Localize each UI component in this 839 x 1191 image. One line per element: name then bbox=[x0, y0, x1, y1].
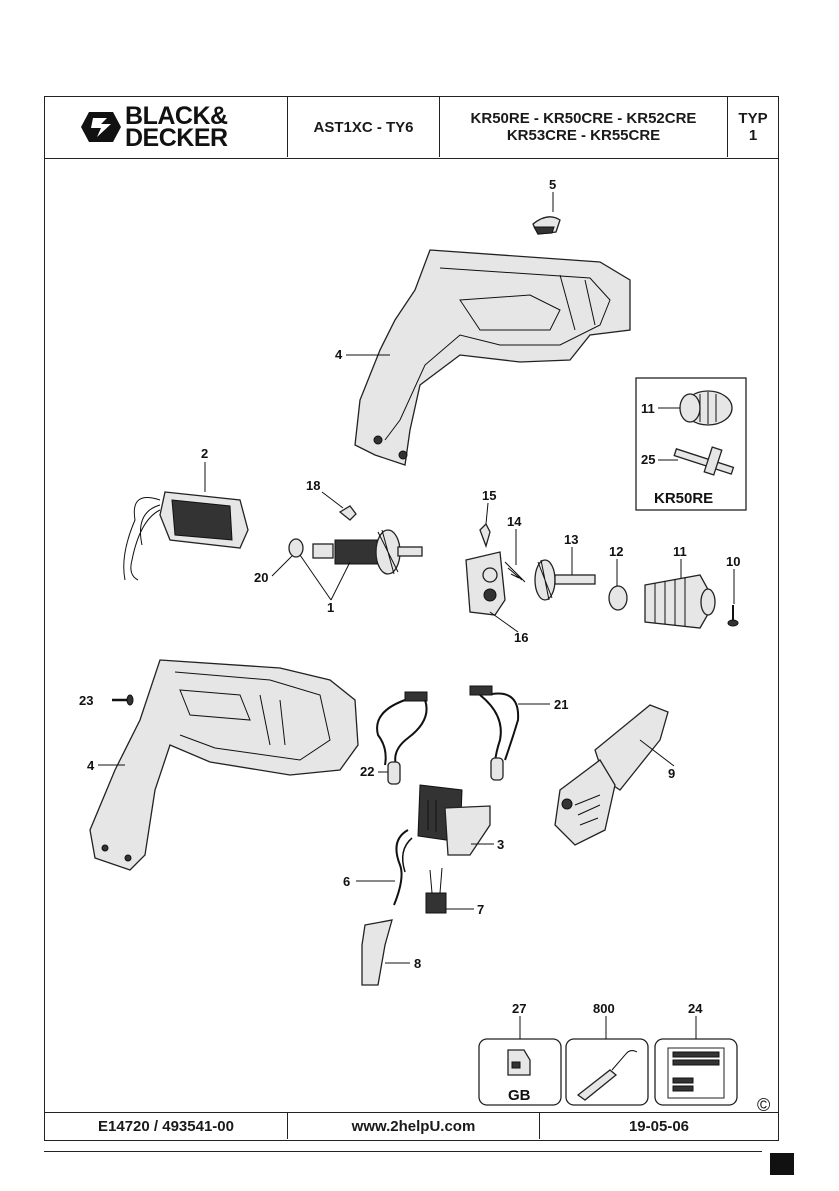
models-line-2: KR53CRE - KR55CRE bbox=[506, 127, 661, 144]
brand-logo: BLACK& DECKER bbox=[45, 97, 288, 157]
part-12-collar: 12 bbox=[608, 544, 628, 611]
label-24: 24 bbox=[688, 1001, 703, 1016]
part-9-side-handle: 9 bbox=[554, 704, 675, 846]
label-27: 27 bbox=[512, 1001, 526, 1016]
label-22: 22 bbox=[360, 764, 374, 779]
label-15: 15 bbox=[482, 488, 496, 503]
label-25: 25 bbox=[641, 452, 655, 467]
label-6: 6 bbox=[343, 874, 350, 889]
label-11-inset: 11 bbox=[641, 401, 655, 416]
brand-line-2: DECKER bbox=[125, 124, 228, 152]
date: 19-05-06 bbox=[628, 1117, 690, 1135]
title-block: BLACK& DECKER AST1XC - TY6 KR50RE - KR50… bbox=[45, 97, 778, 159]
part-6-wires: 6 bbox=[343, 829, 413, 906]
part-4-housing-assembled: 4 bbox=[87, 659, 359, 871]
inset-title: KR50RE bbox=[654, 490, 713, 507]
part-1-armature: 20 1 bbox=[254, 529, 423, 615]
label-5: 5 bbox=[549, 177, 556, 192]
copyright-mark: © bbox=[757, 1095, 770, 1115]
label-23: 23 bbox=[79, 693, 93, 708]
part-13-spindle: 13 bbox=[534, 532, 596, 601]
label-4-bottom: 4 bbox=[87, 758, 95, 773]
part-21-wire: 21 bbox=[469, 685, 568, 781]
label-800: 800 bbox=[593, 1001, 615, 1016]
brand-line-1: BLACK& bbox=[125, 102, 228, 130]
inset-kr50re: 11 25 KR50RE bbox=[635, 377, 747, 511]
accessory-24-label-sheet: 24 bbox=[654, 1001, 738, 1106]
part-2-stator: 2 bbox=[123, 446, 249, 581]
part-10-screw: 10 bbox=[726, 554, 740, 627]
label-8: 8 bbox=[414, 956, 421, 971]
footer-block: E14720 / 493541-00 www.2helpU.com 19-05-… bbox=[45, 1112, 778, 1140]
part-23-screw: 23 bbox=[79, 693, 134, 708]
label-10: 10 bbox=[726, 554, 740, 569]
doc-number: E14720 / 493541-00 bbox=[45, 1113, 288, 1139]
label-2: 2 bbox=[201, 446, 208, 461]
page-tab-marker bbox=[770, 1153, 794, 1175]
website: www.2helpU.com bbox=[288, 1113, 540, 1139]
brand-wordmark: BLACK& DECKER bbox=[125, 102, 228, 152]
label-14: 14 bbox=[507, 514, 522, 529]
part-18-clip: 18 bbox=[306, 478, 357, 521]
part-4-housing-half: 4 bbox=[335, 249, 631, 466]
label-13: 13 bbox=[564, 532, 578, 547]
label-9: 9 bbox=[668, 766, 675, 781]
drawing-frame: BLACK& DECKER AST1XC - TY6 KR50RE - KR50… bbox=[44, 96, 779, 1141]
label-3: 3 bbox=[497, 837, 504, 852]
hexagon-logo-icon bbox=[81, 112, 121, 142]
bottom-rule bbox=[44, 1151, 762, 1152]
type-label: TYP bbox=[738, 110, 768, 127]
label-16: 16 bbox=[514, 630, 528, 645]
model-code: AST1XC - TY6 bbox=[288, 97, 440, 157]
label-7: 7 bbox=[477, 902, 484, 917]
label-4-top: 4 bbox=[335, 347, 343, 362]
models-line-1: KR50RE - KR50CRE - KR52CRE bbox=[470, 110, 697, 127]
type-box: TYP 1 bbox=[728, 97, 778, 157]
accessory-800-tool: 800 bbox=[565, 1001, 649, 1106]
type-value: 1 bbox=[748, 127, 758, 144]
part-8-cord-guard: 8 bbox=[361, 919, 421, 986]
plug-label: GB bbox=[508, 1087, 531, 1104]
part-16-gear-housing: 15 14 16 bbox=[465, 488, 528, 645]
label-11-main: 11 bbox=[673, 544, 687, 559]
part-7-capacitor: 7 bbox=[425, 867, 484, 917]
label-12: 12 bbox=[609, 544, 623, 559]
part-11-chuck: 11 bbox=[644, 544, 716, 629]
label-20: 20 bbox=[254, 570, 268, 585]
part-5-button: 5 bbox=[532, 177, 561, 235]
part-22-wire: 22 bbox=[360, 691, 428, 785]
label-18: 18 bbox=[306, 478, 320, 493]
models-list: KR50RE - KR50CRE - KR52CRE KR53CRE - KR5… bbox=[440, 97, 728, 157]
accessory-27-plug: GB 27 bbox=[478, 1001, 562, 1106]
label-1: 1 bbox=[327, 600, 334, 615]
label-21: 21 bbox=[554, 697, 568, 712]
part-3-switch: 3 bbox=[417, 784, 504, 856]
